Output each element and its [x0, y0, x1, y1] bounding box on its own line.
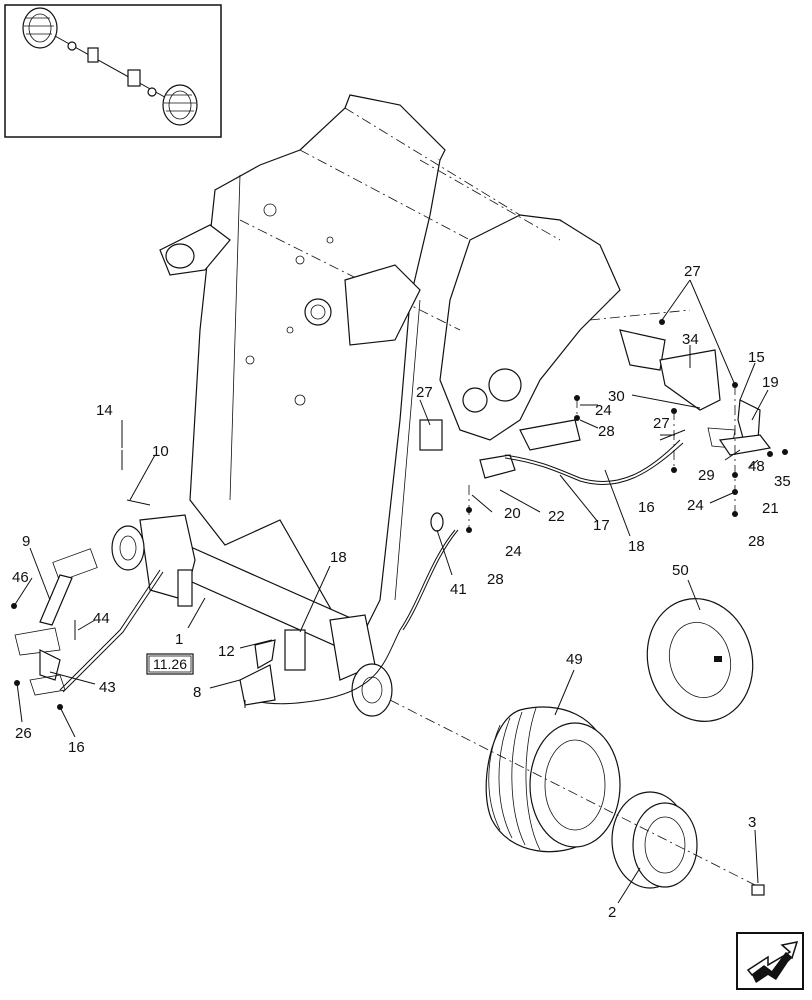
callout-24-c: 24	[687, 497, 704, 514]
callout-44: 44	[93, 610, 110, 627]
callout-21: 21	[762, 500, 779, 517]
callout-50: 50	[672, 562, 689, 579]
callout-18-line: 18	[628, 538, 645, 555]
callout-26: 26	[15, 725, 32, 742]
callout-9: 9	[22, 533, 30, 550]
callout-48: 48	[748, 458, 765, 475]
callout-16-left: 16	[68, 739, 85, 756]
callout-labels: 1 2 3 8 9 10 12 14 15 16 16 17 18 18 19 …	[12, 263, 791, 921]
callout-34: 34	[682, 331, 699, 348]
callout-22: 22	[548, 508, 565, 525]
callout-43: 43	[99, 679, 116, 696]
callout-18-axle: 18	[330, 549, 347, 566]
brake-lever-parts	[14, 450, 276, 708]
reference-box-label: 11.26	[153, 656, 187, 672]
callout-15: 15	[748, 349, 765, 366]
callout-27-right: 27	[653, 415, 670, 432]
callout-19: 19	[762, 374, 779, 391]
callout-8: 8	[193, 684, 201, 701]
callout-14: 14	[96, 402, 113, 419]
tire	[485, 706, 621, 853]
bolt	[751, 884, 765, 896]
baler-frame	[159, 94, 691, 641]
callout-20: 20	[504, 505, 521, 522]
callout-28-c: 28	[748, 533, 765, 550]
callout-30: 30	[608, 388, 625, 405]
next-page-arrow-icon[interactable]	[736, 932, 804, 990]
callout-12: 12	[218, 643, 235, 660]
wheel-rim	[389, 699, 756, 889]
callout-3: 3	[748, 814, 756, 831]
callout-29: 29	[698, 467, 715, 484]
callout-2: 2	[608, 904, 616, 921]
brake-lines	[59, 439, 684, 705]
callout-27-top: 27	[684, 263, 701, 280]
callout-24-a: 24	[595, 402, 612, 419]
leader-lines	[13, 279, 769, 904]
axle-assembly-thumbnail-icon	[22, 7, 198, 126]
callout-28-b: 28	[487, 571, 504, 588]
callout-1: 1	[175, 631, 183, 648]
reference-box[interactable]: 11.26	[146, 653, 194, 675]
callout-16-right: 16	[638, 499, 655, 516]
callout-35: 35	[774, 473, 791, 490]
callout-28-a: 28	[598, 423, 615, 440]
inset-thumbnail	[4, 4, 222, 138]
callout-24-b: 24	[505, 543, 522, 560]
callout-46: 46	[12, 569, 29, 586]
callout-10: 10	[152, 443, 169, 460]
callout-49: 49	[566, 651, 583, 668]
callout-17: 17	[593, 517, 610, 534]
callout-41: 41	[450, 581, 467, 598]
callout-27-mid: 27	[416, 384, 433, 401]
inner-tube	[646, 598, 754, 722]
